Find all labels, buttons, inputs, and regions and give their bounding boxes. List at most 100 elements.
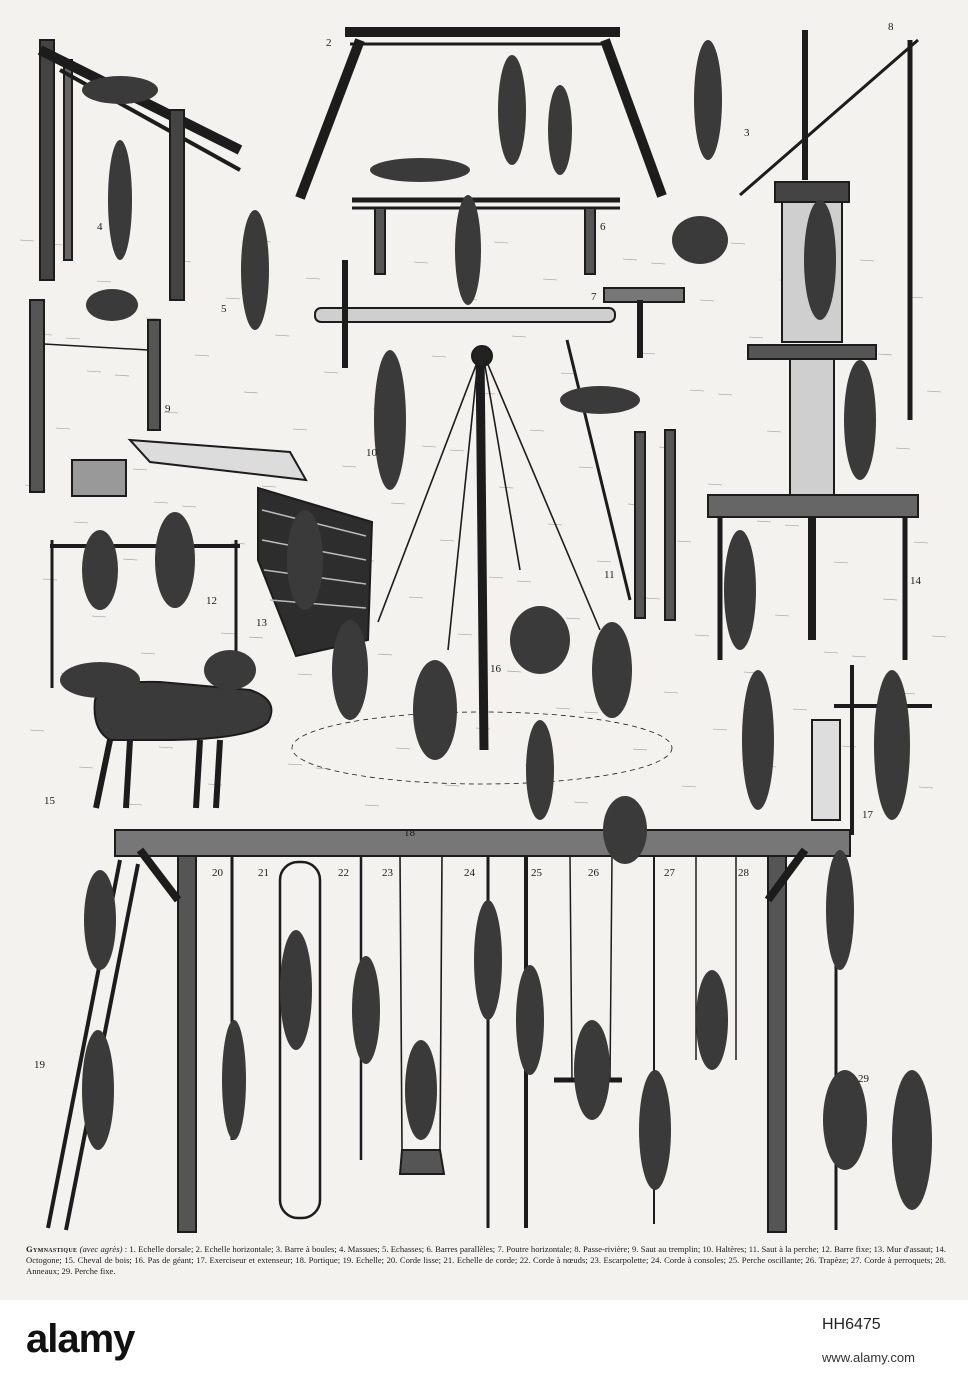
- hatch-stroke: [650, 262, 666, 265]
- label-28: 28: [738, 867, 750, 879]
- hatch-stroke: [506, 670, 522, 673]
- caption-subtitle: (avec agrès): [79, 1244, 123, 1254]
- label-16: 16: [490, 663, 502, 675]
- hatch-stroke: [784, 524, 800, 527]
- watermark-bar: [0, 1300, 968, 1390]
- watermark-url: www.alamy.com: [822, 1350, 915, 1365]
- hatch-stroke: [689, 389, 705, 392]
- hatch-stroke: [158, 746, 174, 749]
- label-12: 12: [206, 595, 217, 607]
- hatch-stroke: [153, 501, 169, 504]
- hatch-stroke: [73, 521, 89, 524]
- hatch-stroke: [529, 429, 545, 432]
- apparatus-barres-paralleles: [352, 197, 620, 275]
- hatch-stroke: [163, 411, 179, 414]
- hatch-stroke: [583, 711, 599, 714]
- label-6: 6: [600, 221, 606, 233]
- hatch-stroke: [895, 447, 911, 450]
- label-19: 19: [34, 1059, 46, 1071]
- hatch-stroke: [341, 465, 357, 468]
- hatch-stroke: [91, 615, 107, 618]
- hatch-stroke: [748, 336, 764, 339]
- label-5: 5: [221, 303, 227, 315]
- hatch-stroke: [859, 259, 875, 262]
- hatch-stroke: [122, 558, 138, 561]
- hatch-stroke: [756, 520, 772, 523]
- hatch-stroke: [86, 370, 102, 373]
- hatch-stroke: [194, 354, 210, 357]
- label-8: 8: [888, 21, 894, 33]
- hatch-stroke: [29, 729, 45, 732]
- hatch-stroke: [851, 655, 867, 658]
- hatch-stroke: [766, 430, 782, 433]
- label-27: 27: [664, 867, 676, 879]
- hatch-stroke: [305, 277, 321, 280]
- hatch-stroke: [560, 372, 576, 375]
- hatch-stroke: [640, 352, 656, 355]
- hatch-stroke: [918, 786, 934, 789]
- label-10: 10: [366, 447, 378, 459]
- alamy-logo: alamy: [26, 1317, 135, 1361]
- apparatus-cheval-de-bois: [93, 680, 273, 809]
- hatch-stroke: [645, 597, 661, 600]
- hatch-stroke: [694, 634, 710, 637]
- hatch-stroke: [774, 614, 790, 617]
- label-3: 3: [744, 127, 750, 139]
- hatch-stroke: [274, 334, 290, 337]
- label-15: 15: [44, 795, 56, 807]
- label-4: 4: [97, 221, 103, 233]
- hatch-stroke: [287, 763, 303, 766]
- hatch-stroke: [555, 707, 571, 710]
- hatch-stroke: [132, 468, 148, 471]
- label-7: 7: [591, 291, 597, 303]
- hatch-stroke: [408, 596, 424, 599]
- hatch-stroke: [243, 391, 259, 394]
- label-26: 26: [588, 867, 600, 879]
- hatch-stroke: [516, 580, 532, 583]
- apparatus-pas-de-geant: [291, 345, 673, 785]
- hatch-stroke: [578, 466, 594, 469]
- label-11: 11: [604, 569, 615, 581]
- plate-caption: Gymnastique (avec agrès) : 1. Echelle do…: [26, 1244, 946, 1276]
- hatch-stroke: [230, 542, 246, 545]
- image-id: HH6475: [822, 1316, 881, 1333]
- hatch-stroke: [833, 561, 849, 564]
- apparatus-saut-a-la-perche: [565, 339, 676, 621]
- label-2: 2: [326, 37, 332, 49]
- label-29: 29: [858, 1073, 870, 1085]
- hatch-stroke: [181, 505, 197, 508]
- gymnastics-engraving: 2 3 4 5 6 7 8 9 10 11 12 13 14 15 16 17 …: [19, 21, 947, 1233]
- hatch-stroke: [565, 617, 581, 620]
- hatch-stroke: [145, 317, 161, 320]
- hatch-stroke: [390, 502, 406, 505]
- hatch-stroke: [114, 374, 130, 377]
- hatch-stroke: [413, 261, 429, 264]
- hatch-stroke: [364, 804, 380, 807]
- hatch-stroke: [225, 297, 241, 300]
- hatch-stroke: [377, 653, 393, 656]
- hatch-stroke: [292, 428, 308, 431]
- hatch-stroke: [42, 578, 58, 581]
- label-18: 18: [404, 827, 416, 839]
- label-24: 24: [464, 867, 476, 879]
- hatch-stroke: [431, 355, 447, 358]
- apparatus-echelle-horizontale: [295, 27, 667, 200]
- hatch-stroke: [663, 691, 679, 694]
- hatch-stroke: [792, 708, 808, 711]
- hatch-stroke: [19, 239, 35, 242]
- hatch-stroke: [248, 636, 264, 639]
- hatch-stroke: [493, 241, 509, 244]
- hatch-stroke: [449, 449, 465, 452]
- hatch-stroke: [730, 242, 746, 245]
- hatch-stroke: [261, 485, 277, 488]
- hatch-stroke: [573, 801, 589, 804]
- hatch-stroke: [712, 728, 728, 731]
- hatch-stroke: [55, 427, 71, 430]
- hatch-stroke: [323, 371, 339, 374]
- hatch-stroke: [913, 541, 929, 544]
- hatch-stroke: [65, 337, 81, 340]
- hatch-stroke: [877, 353, 893, 356]
- hatch-stroke: [882, 598, 898, 601]
- hatch-stroke: [926, 390, 942, 393]
- hatch-stroke: [823, 651, 839, 654]
